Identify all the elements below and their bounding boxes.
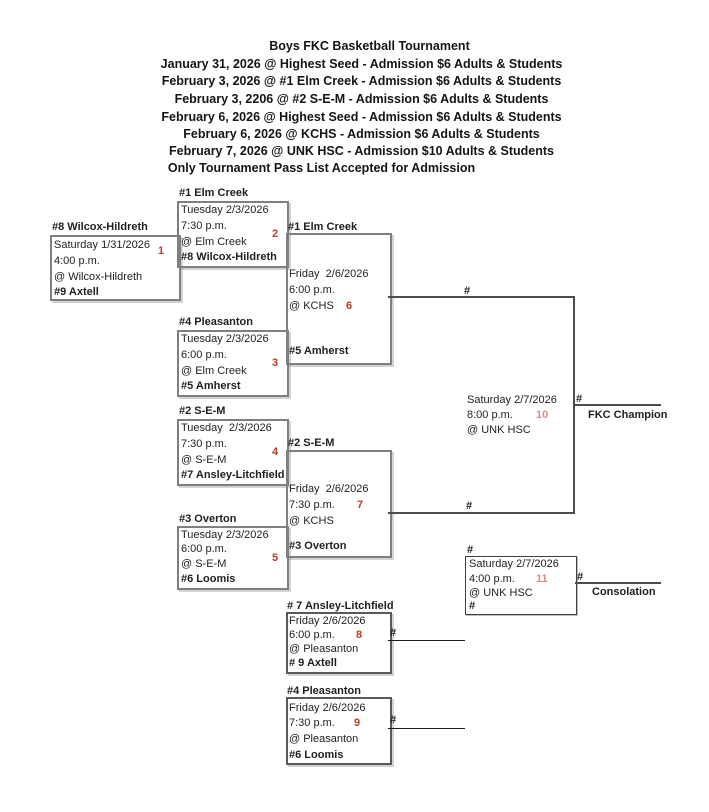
game-11-venue: @ UNK HSC: [469, 587, 533, 599]
game-8-winner-slot: #: [390, 627, 397, 639]
game-6-winner-line: [388, 296, 575, 298]
game-2-venue: @ Elm Creek: [181, 236, 247, 248]
schedule-line-5: February 6, 2026 @ KCHS - Admission $6 A…: [183, 127, 540, 141]
game-2-number: 2: [272, 228, 279, 240]
game-4-box: [177, 419, 289, 486]
game-4-top-team: #2 S-E-M: [179, 405, 226, 417]
game-1-top-team: #8 Wilcox-Hildreth: [52, 221, 148, 233]
game-5-time: 6:00 p.m.: [181, 543, 227, 555]
champion-line: [575, 404, 661, 406]
game-10-number: 10: [536, 409, 549, 421]
game-9-venue: @ Pleasanton: [289, 733, 359, 745]
game-5-venue: @ S-E-M: [181, 558, 227, 570]
game-11-bottom-slot: #: [469, 600, 476, 612]
game-1-number: 1: [158, 245, 165, 257]
game-8-winner-line: [388, 640, 465, 641]
game-5-box: [177, 526, 289, 590]
game-3-top-team: #4 Pleasanton: [179, 316, 253, 328]
game-3-number: 3: [272, 357, 279, 369]
game-7-box: [286, 450, 392, 558]
schedule-line-2: February 3, 2026 @ #1 Elm Creek - Admiss…: [161, 74, 562, 88]
game-2-date: Tuesday 2/3/2026: [181, 204, 269, 216]
schedule-line-3: February 3, 2206 @ #2 S-E-M - Admission …: [174, 92, 549, 106]
game-11-date: Saturday 2/7/2026: [469, 558, 559, 570]
game-4-time: 7:30 p.m.: [181, 438, 227, 450]
game-7-date: Friday 2/6/2026: [289, 483, 369, 495]
game-5-number: 5: [272, 552, 279, 564]
game-2-bottom-team: #8 Wilcox-Hildreth: [181, 251, 277, 263]
game-8-box: [286, 612, 392, 674]
schedule-line-6: February 7, 2026 @ UNK HSC - Admission $…: [169, 144, 554, 158]
game-3-date: Tuesday 2/3/2026: [181, 333, 269, 345]
page-title: Boys FKC Basketball Tournament: [269, 39, 470, 53]
game-11-box: [465, 556, 577, 615]
game-8-venue: @ Pleasanton: [289, 643, 359, 655]
game-1-time: 4:00 p.m.: [54, 255, 100, 267]
game-6-time: 6:00 p.m.: [289, 284, 335, 296]
game-11-time: 4:00 p.m.: [469, 573, 515, 585]
game-7-venue: @ KCHS: [289, 515, 334, 527]
game-9-winner-line: [388, 728, 465, 729]
game-2-top-team: #1 Elm Creek: [179, 187, 249, 199]
game-8-date: Friday 2/6/2026: [289, 615, 366, 627]
game-11-top-slot: #: [467, 544, 474, 556]
game-6-number: 6: [346, 300, 353, 312]
schedule-line-1: January 31, 2026 @ Highest Seed - Admiss…: [160, 57, 563, 71]
admission-note: Only Tournament Pass List Accepted for A…: [167, 161, 476, 175]
schedule-line-4: February 6, 2026 @ Highest Seed - Admiss…: [161, 110, 562, 124]
game-8-time: 6:00 p.m.: [289, 629, 335, 641]
game-7-bottom-team: #3 Overton: [289, 540, 347, 552]
game-9-time: 7:30 p.m.: [289, 717, 335, 729]
game-9-winner-slot: #: [390, 714, 397, 726]
game-6-bottom-team: #5 Amherst: [289, 345, 349, 357]
consolation-line: [575, 582, 661, 584]
game-1-venue: @ Wilcox-Hildreth: [54, 271, 143, 283]
game-4-number: 4: [272, 446, 279, 458]
champion-winner-slot: #: [576, 393, 583, 405]
game-3-bottom-team: #5 Amherst: [181, 380, 241, 392]
game-1-box: [50, 235, 181, 301]
game-5-top-team: #3 Overton: [179, 513, 237, 525]
game-10-venue: @ UNK HSC: [467, 424, 531, 436]
game-7-winner-line: [388, 512, 575, 514]
game-9-top-team: #4 Pleasanton: [287, 685, 361, 697]
game-10-time: 8:00 p.m.: [467, 409, 513, 421]
game-8-top-team: # 7 Ansley-Litchfield: [287, 600, 394, 612]
game-6-venue: @ KCHS: [289, 300, 334, 312]
game-7-winner-slot: #: [466, 500, 473, 512]
game-1-bottom-team: #9 Axtell: [54, 286, 99, 298]
game-6-winner-slot: #: [464, 285, 471, 297]
final-connector-line: [573, 296, 575, 514]
game-3-venue: @ Elm Creek: [181, 365, 247, 377]
game-8-number: 8: [356, 629, 363, 641]
game-1-date: Saturday 1/31/2026: [54, 239, 151, 251]
game-8-bottom-team: # 9 Axtell: [289, 657, 337, 669]
game-6-box: [286, 233, 392, 365]
game-9-number: 9: [354, 717, 361, 729]
game-2-time: 7:30 p.m.: [181, 220, 227, 232]
game-6-date: Friday 2/6/2026: [289, 268, 369, 280]
champion-label: FKC Champion: [588, 409, 668, 421]
game-5-bottom-team: #6 Loomis: [181, 573, 236, 585]
game-4-venue: @ S-E-M: [181, 454, 227, 466]
game-7-time: 7:30 p.m.: [289, 499, 335, 511]
game-11-number: 11: [536, 573, 548, 585]
game-7-number: 7: [357, 499, 364, 511]
consolation-winner-slot: #: [577, 571, 584, 583]
game-4-date: Tuesday 2/3/2026: [181, 422, 272, 434]
consolation-label: Consolation: [592, 586, 656, 598]
game-3-time: 6:00 p.m.: [181, 349, 227, 361]
game-9-date: Friday 2/6/2026: [289, 702, 366, 714]
game-10-date: Saturday 2/7/2026: [467, 394, 557, 406]
game-4-bottom-team: #7 Ansley-Litchfield: [181, 469, 285, 481]
game-9-box: [286, 697, 392, 765]
game-9-bottom-team: #6 Loomis: [289, 749, 344, 761]
game-5-date: Tuesday 2/3/2026: [181, 529, 269, 541]
game-6-top-team: #1 Elm Creek: [288, 221, 358, 233]
game-7-top-team: #2 S-E-M: [288, 437, 335, 449]
